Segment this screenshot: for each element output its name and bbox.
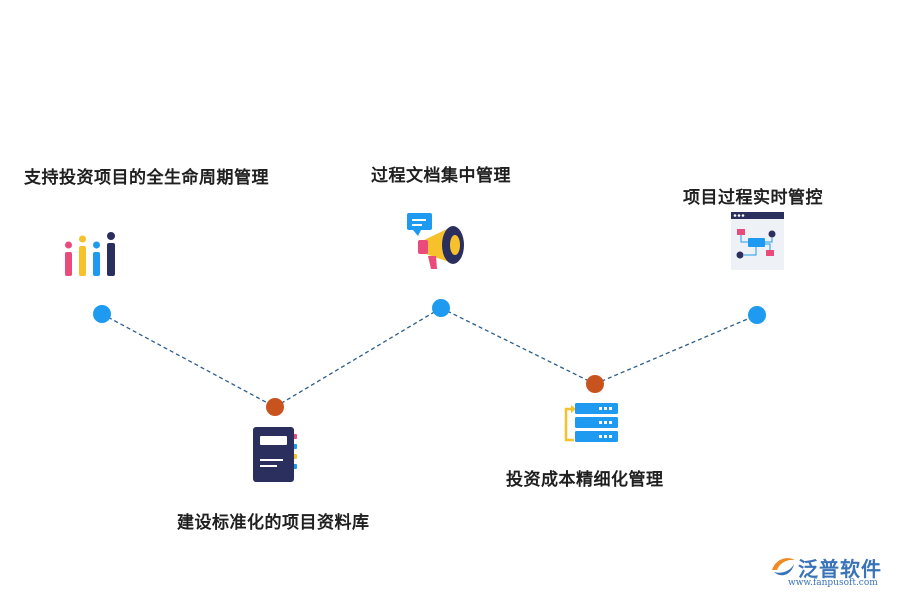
logo-mark-icon	[772, 558, 795, 576]
node-label-5: 项目过程实时管控	[683, 188, 823, 208]
node-label-2: 建设标准化的项目资料库	[177, 513, 370, 533]
connector-line	[101, 313, 276, 408]
connector-line	[440, 307, 596, 385]
logo-name: 泛普软件	[798, 557, 882, 581]
brand-logo: 泛普软件 www.fanpusoft.com	[768, 552, 893, 596]
bar-chart-icon	[65, 232, 115, 276]
node-label-3: 过程文档集中管理	[371, 166, 511, 186]
logo-url: www.fanpusoft.com	[788, 578, 878, 588]
node-label-4: 投资成本精细化管理	[506, 470, 664, 490]
node-dot-5	[748, 306, 766, 324]
node-dot-4	[586, 375, 604, 393]
connector-line	[274, 307, 442, 408]
megaphone-icon	[407, 213, 464, 269]
server-stack-icon	[564, 403, 618, 442]
document-icon	[253, 427, 297, 482]
node-dot-3	[432, 299, 450, 317]
node-dot-2	[266, 398, 284, 416]
connector-line	[594, 314, 758, 385]
flowchart-window-icon	[731, 212, 784, 270]
node-label-1: 支持投资项目的全生命周期管理	[24, 168, 269, 188]
node-dot-1	[93, 305, 111, 323]
